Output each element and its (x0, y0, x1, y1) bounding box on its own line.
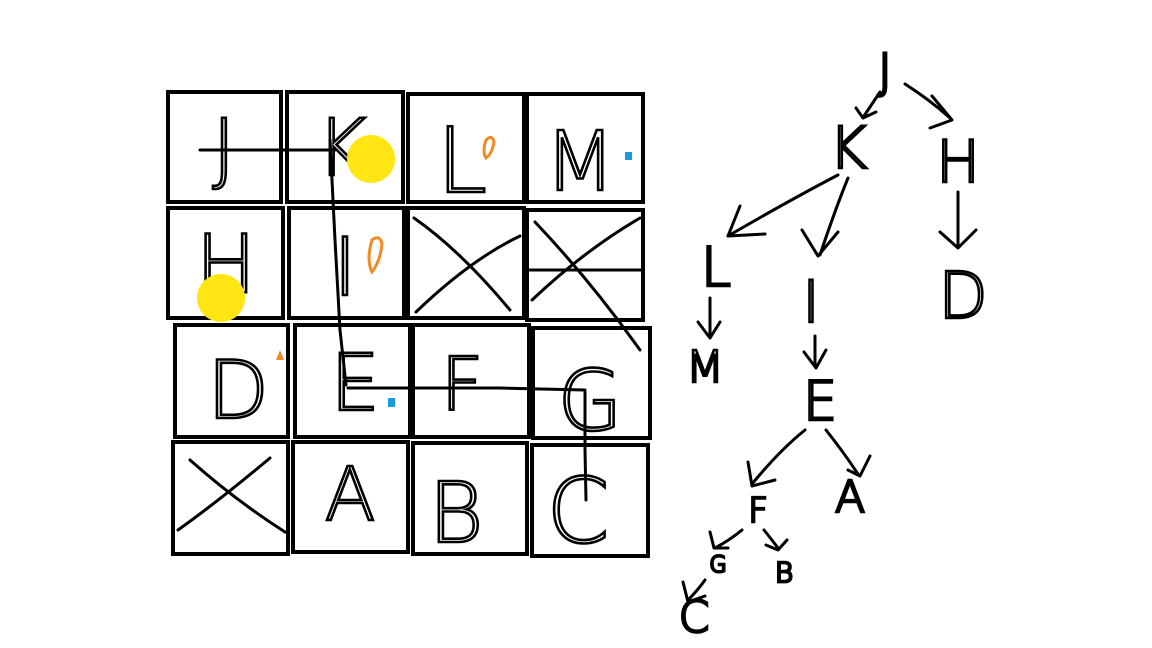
grid-cell-blocked-2 (525, 208, 645, 352)
path-line-G-C (583, 390, 588, 502)
cell-letter-B: B (428, 464, 483, 562)
tree-node-A: A (835, 472, 865, 523)
grid-cell-G: G (531, 326, 652, 451)
grid-cell-C: C (530, 443, 650, 565)
cell-letter-E: E (330, 339, 379, 429)
mark-orange-D (276, 350, 284, 360)
grid-cell-B: B (411, 441, 529, 563)
tree-node-B: B (775, 556, 793, 589)
cell-letter-G: G (557, 352, 622, 450)
tree-node-M: M (686, 342, 724, 393)
cell-letter-A: A (325, 452, 376, 538)
tree-edge-E-F (746, 428, 807, 488)
cell-letter-M: M (545, 115, 616, 210)
tree-edge-K-I (800, 176, 850, 258)
grid-cell-blocked-1 (406, 206, 526, 320)
tree-edge-J-H (903, 82, 954, 130)
tree-node-J: J (878, 44, 892, 100)
tree-edge-I-E (802, 334, 828, 370)
tree-edge-L-M (696, 296, 722, 340)
tree-node-H: H (936, 128, 980, 196)
grid-cell-D: D (173, 323, 290, 439)
cell-letter-F: F (441, 342, 484, 428)
tree-node-K: K (829, 114, 867, 182)
grid-cell-L: L (406, 92, 526, 215)
mark-orange-I (367, 236, 384, 275)
mark-blue-M (625, 152, 632, 160)
tree-node-D: D (938, 260, 987, 334)
tree-node-F: F (748, 491, 768, 531)
tree-node-G: G (709, 553, 726, 578)
marker-yellow-2 (197, 274, 245, 322)
mark-blue-E (388, 398, 395, 407)
tree-edge-E-A (824, 428, 872, 478)
tree-node-L: L (701, 236, 731, 299)
path-line-E-G (346, 386, 587, 392)
tree-node-E: E (803, 370, 837, 433)
grid-cell-F: F (411, 323, 531, 439)
cell-letter-L: L (437, 109, 487, 214)
grid-cell-A: A (291, 440, 410, 554)
maze-grid: J K L M H I (166, 90, 652, 565)
grid-cell-M: M (525, 92, 645, 211)
cell-letter-C: C (547, 459, 610, 564)
grid-cell-blocked-3 (171, 440, 290, 556)
marker-yellow-1 (347, 135, 395, 183)
tree-edge-H-D (938, 190, 978, 250)
search-tree: J K H L I D M E F A G B C (677, 43, 989, 645)
mark-orange-L (482, 135, 496, 161)
path-line-K-E (328, 138, 348, 387)
tree-edge-F-G (708, 528, 744, 550)
tree-edge-G-C (681, 578, 707, 604)
tree-edge-J-K (854, 90, 882, 120)
grid-cell-E: E (293, 323, 412, 439)
tree-node-I: I (802, 268, 819, 336)
tree-edge-F-B (762, 528, 789, 552)
cell-letter-D: D (207, 344, 269, 437)
tree-edge-K-L (726, 173, 840, 238)
